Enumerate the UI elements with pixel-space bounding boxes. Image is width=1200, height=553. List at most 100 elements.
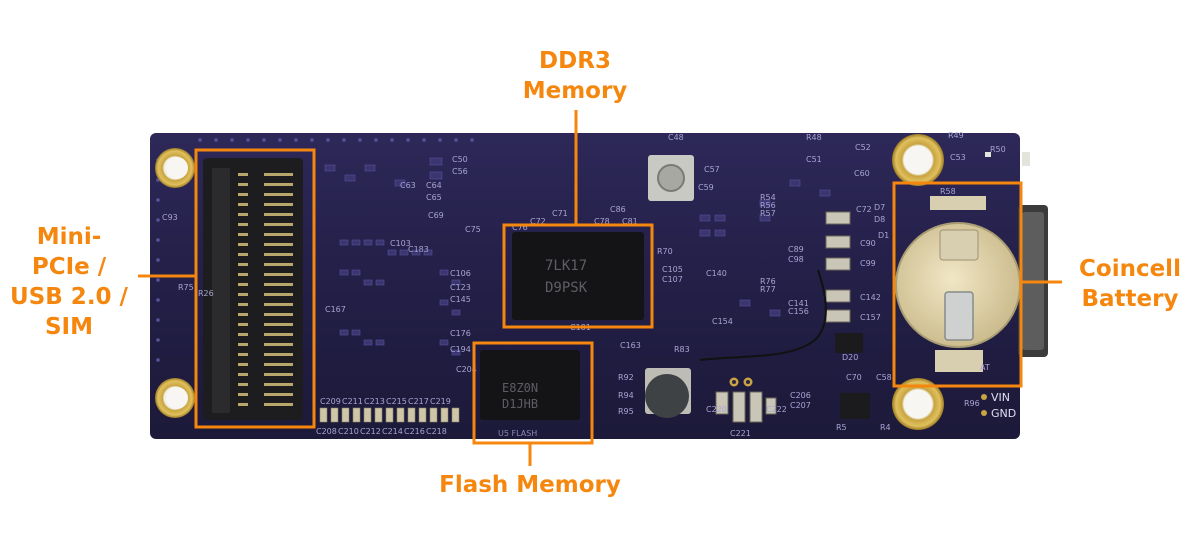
silk-c183: C183 (408, 245, 429, 254)
pushbutton (648, 155, 694, 201)
silk-c63: C63 (400, 181, 416, 190)
silk-c145: C145 (450, 295, 471, 304)
silk-c105: C105 (662, 265, 683, 274)
ddr3-memory-label: DDR3 Memory (510, 46, 640, 106)
silk-c212: C212 (360, 427, 381, 436)
buzzer (645, 368, 691, 418)
silk-c72b: C72 (856, 205, 872, 214)
silk-c217: C217 (408, 397, 429, 406)
silk-c57: C57 (704, 165, 720, 174)
mounting-hole-top-left (155, 148, 195, 188)
silk-r58: R58 (940, 187, 956, 196)
silk-c219: C219 (430, 397, 451, 406)
edge-vias (156, 138, 474, 362)
silk-c211: C211 (342, 397, 363, 406)
mounting-hole-bottom-right (892, 378, 944, 430)
silk-d20: D20 (842, 353, 858, 362)
silk-c123: C123 (450, 283, 471, 292)
silk-c51: C51 (806, 155, 822, 164)
silk-c75: C75 (465, 225, 481, 234)
vin-label: VIN (991, 391, 1010, 404)
silk-c52: C52 (855, 143, 871, 152)
silk-c163: C163 (620, 341, 641, 350)
silk-r50: R50 (990, 145, 1006, 154)
silk-c48: C48 (668, 133, 684, 142)
coincell-battery-label: Coincell Battery (1065, 254, 1195, 314)
silk-c208: C208 (316, 427, 337, 436)
silk-c204: C204 (456, 365, 477, 374)
flash-ref-label: U5 FLASH (498, 429, 537, 438)
silk-c157: C157 (860, 313, 881, 322)
silk-c64: C64 (426, 181, 442, 190)
minipcie-highlight-box (194, 148, 316, 429)
silk-c221: C221 (730, 429, 751, 438)
silk-c194: C194 (450, 345, 471, 354)
silk-c60: C60 (854, 169, 870, 178)
silk-r95: R95 (618, 407, 634, 416)
ddr3-chip: 7LK17 D9PSK (512, 232, 644, 320)
flash-label-line-1: Flash Memory (439, 472, 621, 498)
silk-c141: C141 (788, 299, 809, 308)
silk-c218: C218 (426, 427, 447, 436)
coincell-label-line-1: Coincell (1079, 256, 1181, 282)
minipcie-label: Mini- PCIe / USB 2.0 / SIM (0, 222, 138, 342)
silk-c140: C140 (706, 269, 727, 278)
silk-c103: C103 (390, 239, 411, 248)
silk-r70: R70 (657, 247, 673, 256)
flash-highlight-box (472, 341, 594, 445)
silk-c89: C89 (788, 245, 804, 254)
silk-c93: C93 (162, 213, 178, 222)
silk-c210: C210 (338, 427, 359, 436)
silk-c65: C65 (426, 193, 442, 202)
silk-r4: R4 (880, 423, 891, 432)
silk-c167: C167 (325, 305, 346, 314)
flash-memory-label: Flash Memory (420, 470, 640, 500)
silk-r75: R75 (178, 283, 194, 292)
power-labels: VIN GND (981, 391, 1016, 420)
silk-c222: C222 (766, 405, 787, 414)
silk-c90: C90 (860, 239, 876, 248)
silk-c216: C216 (404, 427, 425, 436)
silk-c209: C209 (320, 397, 341, 406)
silk-r94: R94 (618, 391, 634, 400)
minipcie-connector (203, 158, 303, 420)
silk-c69: C69 (428, 211, 444, 220)
silk-r92: R92 (618, 373, 634, 382)
silk-d1: D1 (878, 231, 889, 240)
silk-d7: D7 (874, 203, 885, 212)
ddr3-label-line-2: Memory (522, 78, 628, 104)
ddr3-label-line-1: DDR3 (539, 48, 611, 74)
silk-c78: C78 (594, 217, 610, 226)
silk-c70: C70 (846, 373, 862, 382)
silk-r56: R56 (760, 201, 776, 210)
silk-c142: C142 (860, 293, 881, 302)
silk-c99: C99 (860, 259, 876, 268)
ddr3-marking-2: D9PSK (545, 280, 588, 296)
silk-r26: R26 (198, 289, 214, 298)
power-caps (715, 391, 777, 423)
silk-c176: C176 (450, 329, 471, 338)
jumper-wire (699, 269, 827, 361)
silk-c98: C98 (788, 255, 804, 264)
coincell-label-line-2: Battery (1081, 286, 1179, 312)
silk-c72: C72 (530, 217, 546, 226)
silk-c214: C214 (382, 427, 403, 436)
silk-r5: R5 (836, 423, 847, 432)
silk-r83: R83 (674, 345, 690, 354)
flash-chip: E8Z0N D1JHB U5 FLASH (480, 350, 580, 438)
capacitor-row (319, 407, 460, 423)
ic-small (835, 333, 870, 419)
silk-r49: R49 (948, 131, 964, 140)
silk-c206: C206 (790, 391, 811, 400)
silkscreen: C48 C57 C59 R48 C51 C52 R49 R50 C53 C50 … (162, 131, 1006, 438)
minipcie-label-line-1: Mini- (36, 224, 102, 250)
callout-overlay (138, 110, 1062, 466)
gnd-label: GND (991, 407, 1016, 420)
silk-c154: C154 (712, 317, 733, 326)
flash-marking-1: E8Z0N (502, 381, 538, 395)
silk-c215: C215 (386, 397, 407, 406)
silk-r48: R48 (806, 133, 822, 142)
silk-r96: R96 (964, 399, 980, 408)
silk-c53: C53 (950, 153, 966, 162)
silk-at: AT (980, 363, 990, 372)
